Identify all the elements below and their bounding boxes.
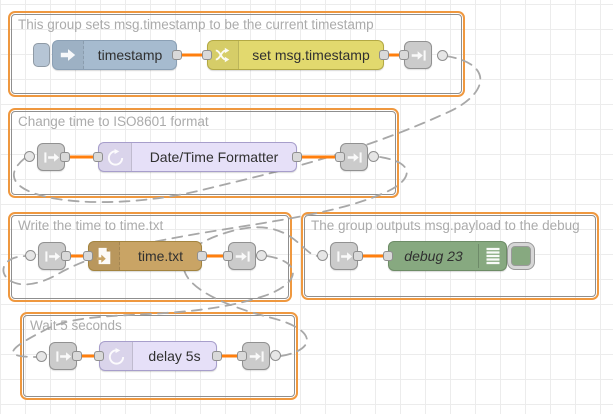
group-label: Change time to ISO8601 format [18,114,209,129]
debug-output-icon [479,242,506,270]
group-label: This group sets msg.timestamp to be the … [18,17,374,32]
output-port[interactable] [379,50,389,60]
node-label: timestamp [97,47,163,63]
group-label: Write the time to time.txt [18,218,164,233]
link-out-icon [411,49,426,61]
inject-arrow-icon [53,41,84,69]
file-in-icon [89,242,120,270]
separator [478,244,479,268]
link-in-port[interactable] [25,250,36,261]
node-label: time.txt [137,248,184,264]
datetime-formatter-node[interactable]: Date/Time Formatter [98,142,297,172]
link-in-icon [44,250,60,262]
output-port[interactable] [72,351,82,361]
file-node[interactable]: time.txt [88,241,202,271]
node-label: debug 23 [404,248,463,264]
input-port[interactable] [83,251,93,261]
link-in-icon [336,250,352,262]
output-port[interactable] [292,152,302,162]
output-port[interactable] [212,351,222,361]
link-out-port[interactable] [270,350,281,361]
input-port[interactable] [335,152,345,162]
link-in-port[interactable] [24,151,35,162]
output-port[interactable] [61,251,71,261]
input-port[interactable] [383,251,393,261]
link-out-port[interactable] [368,151,379,162]
inject-button[interactable] [33,43,50,67]
node-label: set msg.timestamp [252,47,370,63]
link-in-port[interactable] [36,351,47,362]
output-port[interactable] [172,50,182,60]
shuffle-icon [208,41,239,69]
debug-toggle-button[interactable] [508,243,534,269]
node-label: Date/Time Formatter [149,149,279,165]
input-port[interactable] [237,351,247,361]
link-in-icon [43,151,59,163]
inject-node[interactable]: timestamp [52,40,177,70]
change-node[interactable]: set msg.timestamp [207,40,384,70]
link-out-icon [347,151,362,163]
link-in-node[interactable] [37,143,65,171]
input-port[interactable] [223,251,233,261]
output-port[interactable] [197,251,207,261]
link-in-icon [55,350,71,362]
input-port[interactable] [93,152,103,162]
delay-node[interactable]: delay 5s [99,341,217,371]
input-port[interactable] [94,351,104,361]
timer-icon [99,143,132,171]
input-port[interactable] [399,50,409,60]
group-label: The group outputs msg.payload to the deb… [311,218,580,233]
input-port[interactable] [202,50,212,60]
output-port[interactable] [353,251,363,261]
link-out-icon [235,250,250,262]
link-out-icon [249,350,264,362]
debug-node[interactable]: debug 23 [388,241,507,271]
timer-icon [100,342,133,370]
output-port[interactable] [60,152,70,162]
link-in-port[interactable] [317,250,328,261]
group-label: Wait 5 seconds [30,318,122,333]
link-out-port[interactable] [256,250,267,261]
node-label: delay 5s [148,348,201,364]
link-out-port[interactable] [437,50,448,61]
